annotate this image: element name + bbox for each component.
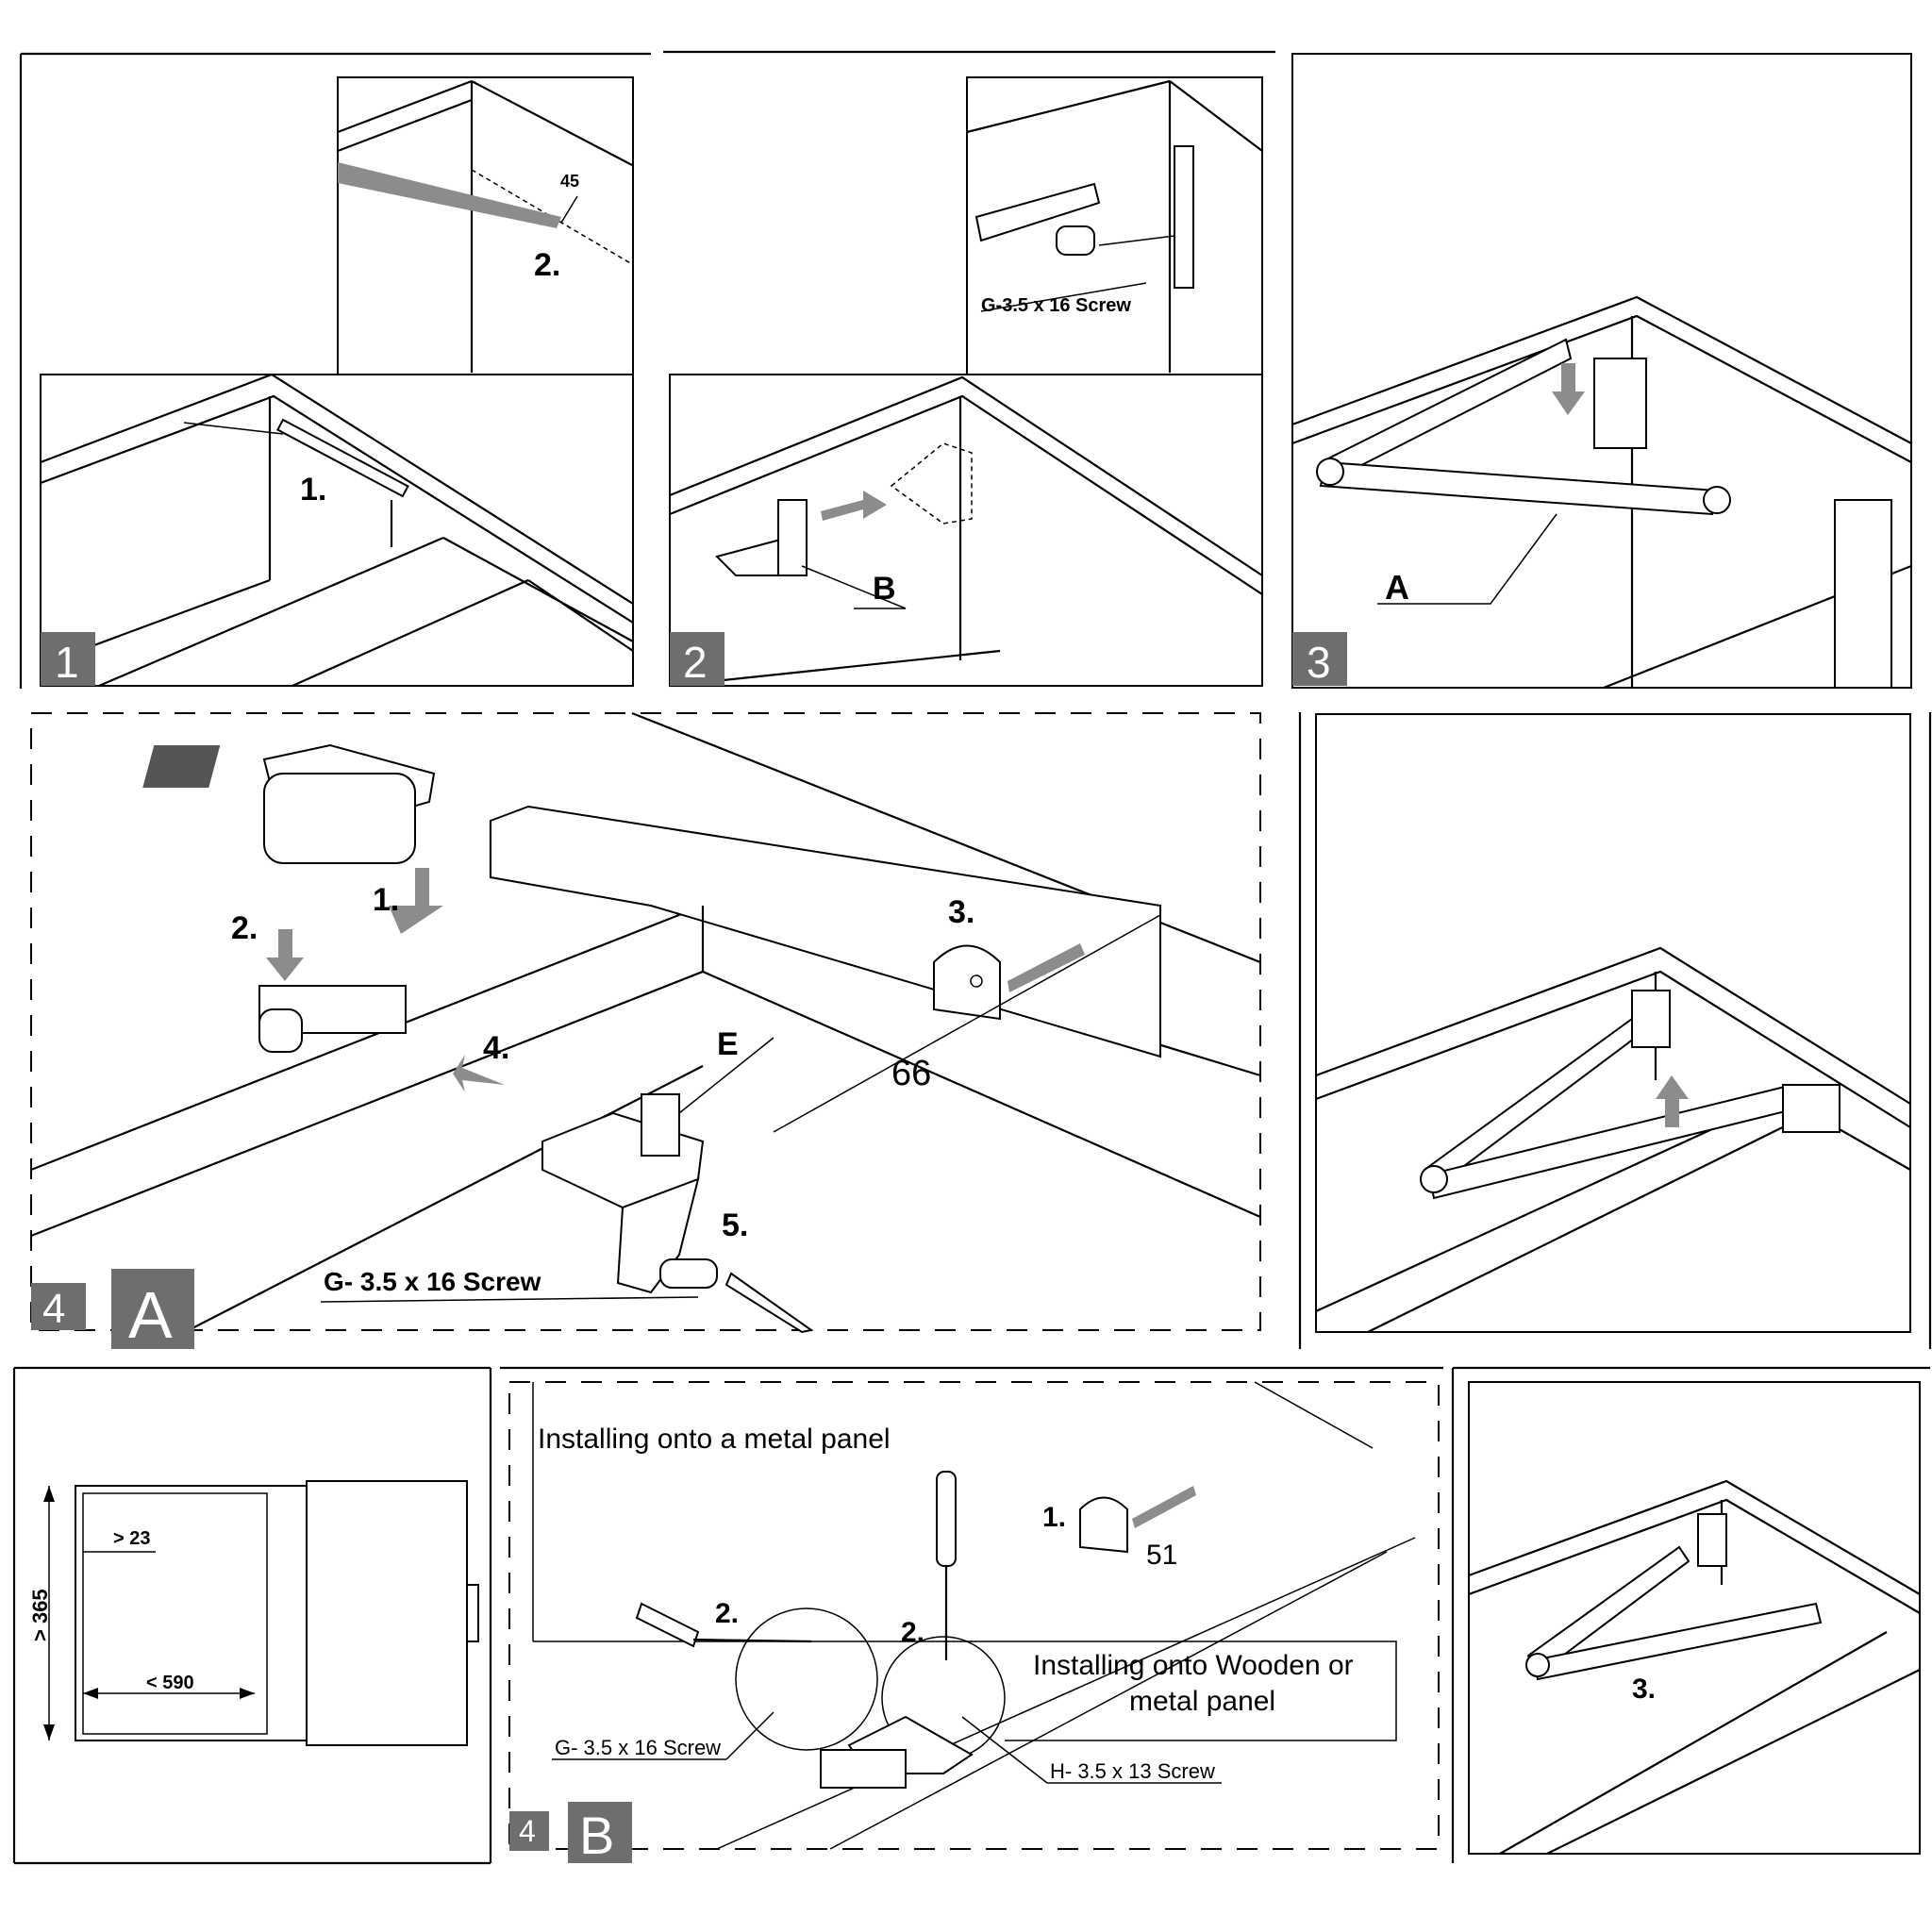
wood-panel-title-2: metal panel (1129, 1686, 1275, 1717)
panel-final: 3. (1451, 1366, 1930, 1863)
panel-step-1: 45 2. 1. 1 (19, 52, 651, 689)
metal-panel-title: Installing onto a metal panel (538, 1424, 891, 1455)
step-label-2-left: 2. (715, 1598, 739, 1629)
step-label-3: 3. (948, 894, 974, 930)
dimension-51: 51 (1146, 1540, 1177, 1571)
step-badge-4 (31, 1283, 86, 1330)
screw-g-part (659, 1258, 718, 1289)
end-cap-part (1079, 1496, 1128, 1554)
arrow-step-4 (453, 1055, 505, 1092)
measure-tape-51 (1132, 1486, 1196, 1528)
step-label-1: 1. (300, 472, 326, 508)
svg-text:4: 4 (42, 1286, 65, 1332)
step-label-4: 4. (483, 1030, 509, 1066)
part-label-a: A (1385, 568, 1409, 607)
end-cap-part (933, 944, 1001, 1021)
cabinet-view-final (1468, 1381, 1921, 1855)
arrow-up (1656, 1075, 1689, 1127)
svg-text:A: A (128, 1278, 173, 1352)
screwdriver-left (635, 1602, 700, 1648)
svg-text:2: 2 (683, 638, 708, 687)
step-label-1: 1. (373, 882, 399, 918)
slider-part (142, 743, 436, 864)
angle-label: 45 (560, 172, 579, 191)
clip-part-e (541, 1093, 705, 1294)
step-label-2-right: 2. (901, 1617, 924, 1648)
screw-label-g: G-3.5 x 16 Screw (981, 295, 1131, 316)
panel-step-3: A 3 (1291, 53, 1912, 690)
panel-step-4a: 1. 2. 3. 66 4. E 5. G- 3.5 x 16 Screw 4 … (30, 711, 1261, 1352)
svg-text:3: 3 (1307, 638, 1331, 687)
step-label-5: 5. (722, 1208, 748, 1243)
panel-step-2: G-3.5 x 16 Screw B 2 (663, 50, 1275, 688)
step-badge-4 (509, 1811, 549, 1851)
sub-badge-a (111, 1269, 194, 1349)
wood-panel-title-1: Installing onto Wooden or (1033, 1650, 1354, 1681)
panel-lift-position (1298, 712, 1932, 1349)
screwdriver-right (936, 1471, 957, 1567)
screw-label-g: G- 3.5 x 16 Screw (555, 1736, 721, 1759)
detail-circle-metal (735, 1607, 878, 1751)
step-label-2: 2. (231, 910, 258, 946)
arrow-step-2 (266, 929, 304, 981)
svg-text:4: 4 (519, 1814, 536, 1848)
part-label-e: E (717, 1026, 739, 1062)
arrow-step-1 (389, 868, 443, 934)
svg-text:B: B (579, 1806, 614, 1865)
step-label-2: 2. (534, 247, 560, 283)
measure-tape-66 (1008, 943, 1085, 992)
dim-max-width: < 590 (146, 1673, 194, 1693)
detail-inset-1 (337, 76, 634, 375)
step-badge-2 (670, 632, 724, 686)
cabinet-view-lift (1315, 713, 1911, 1333)
panel-dimensions: > 365 > 23 < 590 (12, 1366, 492, 1865)
cabinet-view-1 (40, 374, 634, 687)
dim-min-side: > 23 (113, 1528, 150, 1549)
step-label-3: 3. (1632, 1674, 1656, 1705)
dimension-66: 66 (891, 1054, 931, 1093)
part-label-b: B (873, 571, 896, 607)
sub-badge-b (568, 1802, 632, 1863)
panel-step-4b: Installing onto a metal panel 1. 51 2. 2… (500, 1366, 1443, 1865)
screw-label-h: H- 3.5 x 13 Screw (1050, 1759, 1215, 1783)
arrow-angle (338, 162, 561, 228)
step-badge-1 (41, 632, 95, 686)
dim-min-height: > 365 (28, 1589, 52, 1641)
step-badge-3 (1292, 632, 1347, 686)
step-label-1: 1. (1042, 1502, 1066, 1533)
cabinet-view-2 (669, 374, 1263, 687)
svg-text:1: 1 (55, 638, 79, 687)
screw-label-g: G- 3.5 x 16 Screw (324, 1267, 541, 1296)
